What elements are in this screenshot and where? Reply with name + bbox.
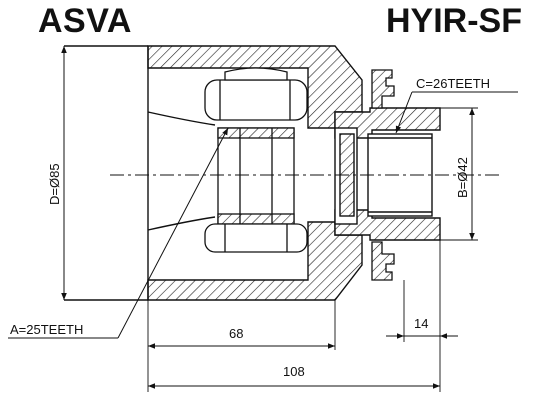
dim-d-diameter: D=Ø85 xyxy=(47,46,67,300)
dim-d-label: D=Ø85 xyxy=(47,163,62,205)
part-number: HYIR-SF xyxy=(386,2,522,40)
housing-outline xyxy=(64,45,216,301)
dim-a-leader: A=25TEETH xyxy=(8,127,229,339)
dim-108-label: 108 xyxy=(283,364,305,379)
tripod-roller xyxy=(204,67,308,253)
dim-14-label: 14 xyxy=(414,316,428,331)
dim-68-label: 68 xyxy=(229,326,243,341)
dim-c-label: C=26TEETH xyxy=(416,76,490,91)
dim-b-diameter: B=Ø42 xyxy=(440,107,478,241)
dim-length-108: 108 xyxy=(148,364,440,389)
dim-c-leader: C=26TEETH xyxy=(395,76,518,134)
circlip xyxy=(371,69,395,281)
dim-length-68: 68 xyxy=(148,326,335,349)
dim-a-label: A=25TEETH xyxy=(10,322,83,337)
brand-title: ASVA xyxy=(38,2,132,40)
dim-length-14: 14 xyxy=(386,316,458,339)
dim-b-label: B=Ø42 xyxy=(455,157,470,198)
housing-section xyxy=(147,45,441,301)
